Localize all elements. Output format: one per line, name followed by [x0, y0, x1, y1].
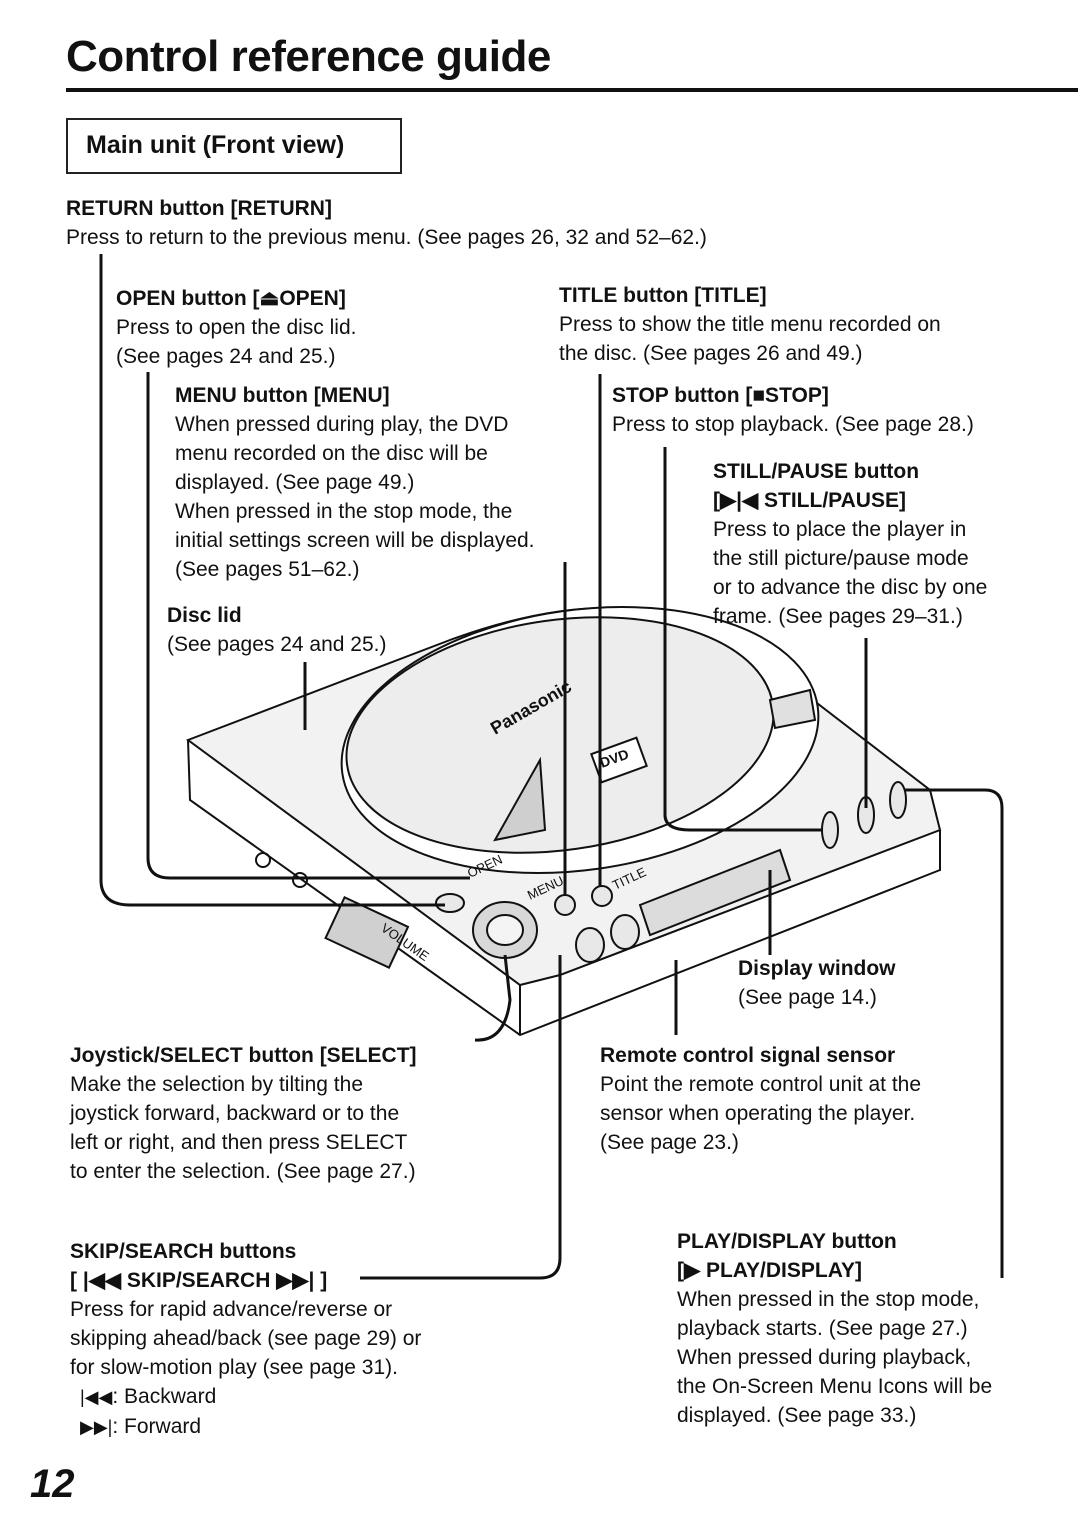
play-line: When pressed during playback, [677, 1346, 972, 1369]
skip-backward-icon: |◀◀ [80, 1387, 113, 1407]
remote-sensor-block: Remote control signal sensor Point the r… [600, 1041, 921, 1157]
stop-heading: STOP button [■STOP] [612, 384, 829, 407]
play-line: When pressed in the stop mode, [677, 1288, 980, 1311]
display-window-block: Display window (See page 14.) [738, 954, 896, 1012]
play-heading: PLAY/DISPLAY button [677, 1230, 897, 1253]
play-line: the On-Screen Menu Icons will be [677, 1375, 993, 1398]
remote-line: sensor when operating the player. [600, 1102, 916, 1125]
still-line: the still picture/pause mode [713, 547, 969, 570]
remote-line: Point the remote control unit at the [600, 1073, 922, 1096]
skip-line: Press for rapid advance/reverse or [70, 1298, 393, 1321]
open-line: Press to open the disc lid. [116, 316, 357, 339]
joystick-line: joystick forward, backward or to the [70, 1102, 400, 1125]
joystick-line: Make the selection by tilting the [70, 1073, 363, 1096]
play-heading-symbol: [▶ PLAY/DISPLAY] [677, 1259, 862, 1282]
still-line: frame. (See pages 29–31.) [713, 605, 963, 628]
return-heading: RETURN button [RETURN] [66, 197, 332, 220]
title-line: the disc. (See pages 26 and 49.) [559, 342, 863, 365]
page-title: Control reference guide [66, 32, 551, 81]
menu-block: MENU button [MENU] When pressed during p… [175, 381, 535, 584]
play-line: playback starts. (See page 27.) [677, 1317, 968, 1340]
still-pause-block: STILL/PAUSE button [▶|◀ STILL/PAUSE] Pre… [713, 457, 987, 631]
title-block: TITLE button [TITLE] Press to show the t… [559, 281, 941, 368]
remote-line: (See page 23.) [600, 1131, 739, 1154]
open-block: OPEN button [⏏OPEN] Press to open the di… [116, 284, 356, 371]
open-line: (See pages 24 and 25.) [116, 345, 336, 368]
display-window-text: (See page 14.) [738, 986, 877, 1009]
disc-lid-text: (See pages 24 and 25.) [167, 633, 387, 656]
still-line: Press to place the player in [713, 518, 967, 541]
joystick-block: Joystick/SELECT button [SELECT] Make the… [70, 1041, 417, 1186]
disc-lid-block: Disc lid (See pages 24 and 25.) [167, 601, 387, 659]
skip-heading: SKIP/SEARCH buttons [70, 1240, 297, 1263]
skip-legend-forward: ▶▶|: Forward [70, 1412, 421, 1442]
menu-line: When pressed in the stop mode, the [175, 500, 513, 523]
section-box [66, 118, 402, 174]
joystick-line: to enter the selection. (See page 27.) [70, 1160, 416, 1183]
display-window-heading: Display window [738, 957, 896, 980]
menu-heading: MENU button [MENU] [175, 384, 390, 407]
skip-search-block: SKIP/SEARCH buttons [ |◀◀ SKIP/SEARCH ▶▶… [70, 1237, 421, 1442]
return-text: Press to return to the previous menu. (S… [66, 226, 707, 249]
title-heading: TITLE button [TITLE] [559, 284, 767, 307]
skip-line: for slow-motion play (see page 31). [70, 1356, 398, 1379]
joystick-heading: Joystick/SELECT button [SELECT] [70, 1044, 417, 1067]
open-heading: OPEN button [⏏OPEN] [116, 287, 346, 310]
title-line: Press to show the title menu recorded on [559, 313, 941, 336]
stop-block: STOP button [■STOP] Press to stop playba… [612, 381, 974, 439]
disc-lid-heading: Disc lid [167, 604, 242, 627]
remote-heading: Remote control signal sensor [600, 1044, 896, 1067]
play-line: displayed. (See page 33.) [677, 1404, 917, 1427]
skip-heading-symbol: [ |◀◀ SKIP/SEARCH ▶▶| ] [70, 1269, 328, 1292]
page-number: 12 [30, 1462, 75, 1506]
return-block: RETURN button [RETURN] Press to return t… [66, 194, 707, 252]
joystick-line: left or right, and then press SELECT [70, 1131, 408, 1154]
still-heading-symbol: [▶|◀ STILL/PAUSE] [713, 489, 906, 512]
skip-forward-icon: ▶▶| [80, 1417, 113, 1437]
play-display-block: PLAY/DISPLAY button [▶ PLAY/DISPLAY] Whe… [677, 1227, 992, 1430]
skip-line: skipping ahead/back (see page 29) or [70, 1327, 422, 1350]
skip-legend-backward: |◀◀: Backward [70, 1382, 421, 1412]
menu-line: When pressed during play, the DVD [175, 413, 509, 436]
stop-text: Press to stop playback. (See page 28.) [612, 413, 974, 436]
menu-line: displayed. (See page 49.) [175, 471, 415, 494]
skip-forward-label: : Forward [112, 1415, 202, 1438]
menu-line: (See pages 51–62.) [175, 558, 360, 581]
skip-backward-label: : Backward [112, 1385, 217, 1408]
still-heading: STILL/PAUSE button [713, 460, 920, 483]
menu-line: menu recorded on the disc will be [175, 442, 488, 465]
title-rule [66, 88, 1078, 92]
menu-line: initial settings screen will be displaye… [175, 529, 535, 552]
section-title: Main unit (Front view) [86, 131, 345, 159]
still-line: or to advance the disc by one [713, 576, 988, 599]
